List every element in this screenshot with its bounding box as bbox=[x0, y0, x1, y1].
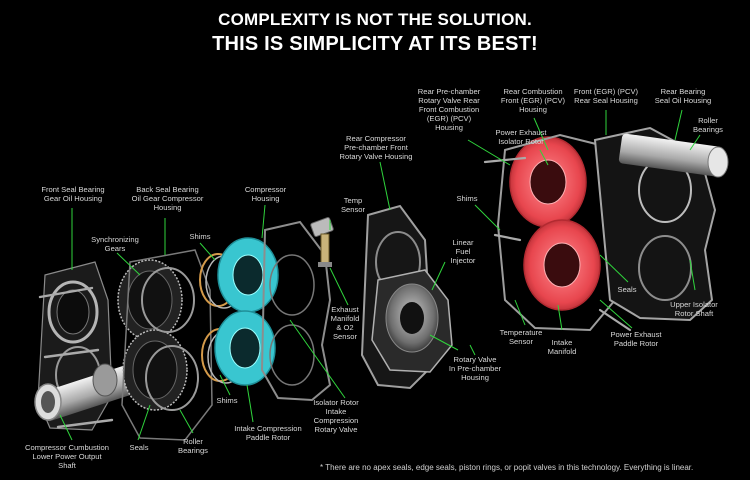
label-leader-lines bbox=[59, 109, 701, 441]
output-shaft-part bbox=[34, 363, 137, 422]
temp-sensor-part bbox=[310, 217, 334, 267]
headline-line-2: THIS IS SIMPLICITY AT ITS BEST! bbox=[212, 33, 538, 55]
label-compressor-combustion-shaft: Compressor Cumbustion Lower Power Output… bbox=[25, 443, 109, 470]
label-seals-right: Seals bbox=[617, 285, 637, 294]
label-compressor-housing: Compressor Housing bbox=[244, 185, 287, 203]
label-temperature-sensor: Temperature Sensor bbox=[499, 328, 543, 346]
label-rear-bearing: Rear Bearing Seal Oil Housing bbox=[654, 87, 712, 105]
label-back-seal-bearing: Back Seal Bearing Oil Gear Compressor Ho… bbox=[131, 185, 204, 212]
housing-bolts-left bbox=[38, 286, 114, 429]
label-rotary-valve-prechamber: Rotary Valve In Pre-chamber Housing bbox=[448, 355, 502, 382]
upper-isolator-rotor-shaft-part bbox=[618, 133, 729, 178]
label-intake-compression-paddle: Intake Compression Paddle Rotor bbox=[234, 424, 302, 442]
compressor-housing-part bbox=[260, 220, 332, 402]
label-isolator-rotor-intake: Isolator Rotor Intake Compression Rotary… bbox=[313, 398, 359, 434]
label-shims-bottom: Shims bbox=[216, 396, 238, 405]
label-intake-manifold: Intake Manifold bbox=[547, 338, 577, 356]
headline-line-1: COMPLEXITY IS NOT THE SOLUTION. bbox=[218, 10, 532, 29]
rear-combustion-housing-part bbox=[496, 126, 717, 332]
label-roller-bearings-right: Roller Bearings bbox=[693, 116, 723, 134]
power-exhaust-paddle-rotor-part bbox=[509, 136, 601, 311]
label-rear-combustion: Rear Combustion Front (EGR) (PCV) Housin… bbox=[500, 87, 566, 114]
label-front-seal-bearing: Front Seal Bearing Gear Oil Housing bbox=[41, 185, 105, 203]
footnote: * There are no apex seals, edge seals, p… bbox=[320, 463, 694, 472]
label-power-exhaust-paddle: Power Exhaust Paddle Rotor bbox=[610, 330, 662, 348]
label-rear-prechamber: Rear Pre-chamber Rotary Valve Rear Front… bbox=[417, 87, 481, 132]
label-linear-fuel-injector: Linear Fuel Injector bbox=[450, 238, 476, 265]
label-exhaust-manifold: Exhaust Manifold & O2 Sensor bbox=[330, 305, 360, 341]
label-shims-left: Shims bbox=[189, 232, 211, 241]
back-seal-bearing-housing-part bbox=[121, 249, 213, 441]
label-front-egr: Front (EGR) (PCV) Rear Seal Housing bbox=[573, 87, 639, 105]
label-shims-right: Shims bbox=[456, 194, 478, 203]
label-roller-bearings-left: Roller Bearings bbox=[178, 437, 208, 455]
rotary-valve-prechamber-housing-part bbox=[371, 269, 453, 373]
label-temp-sensor: Temp Sensor bbox=[340, 196, 366, 214]
synchronizing-gears-part bbox=[117, 259, 188, 411]
label-synchronizing-gears: Synchronizing Gears bbox=[91, 235, 139, 253]
label-seals-left: Seals bbox=[129, 443, 149, 452]
label-rear-compressor-housing: Rear Compressor Pre-chamber Front Rotary… bbox=[339, 134, 413, 161]
housing-bolts-right bbox=[483, 156, 632, 332]
intake-compression-paddle-rotor-part bbox=[214, 237, 279, 386]
label-power-exhaust-isolator: Power Exhaust Isolator Rotor bbox=[495, 128, 547, 146]
label-upper-isolator: Upper Isolator Rotor Shaft bbox=[670, 300, 718, 318]
